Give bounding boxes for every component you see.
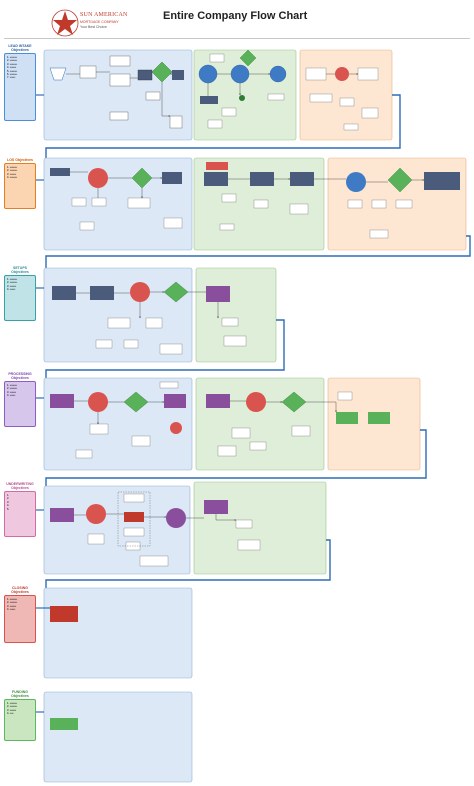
side-panel-title: LOS Objectives (7, 158, 33, 162)
side-panel-box: 1.2.3.4.5. (4, 491, 36, 537)
lane-lead-intake (36, 49, 401, 170)
logo: SUN AMERICAN MORTGAGE COMPANY Your Best … (50, 6, 150, 40)
side-panel-title: SETUPS Objectives (11, 266, 29, 274)
side-panel-box: 1. ▪▪▪▪▪▪▪▪2. ▪▪▪▪▪▪▪▪3. ▪▪▪▪▪▪▪4. ▪▪▪▪ (4, 699, 36, 741)
lane-los (36, 157, 471, 285)
logo-line2: MORTGAGE COMPANY (80, 20, 119, 24)
lane-closing (36, 587, 193, 679)
lane-underwriting (36, 481, 331, 608)
side-panel-box: 1. ▪▪▪▪▪▪▪▪2. ▪▪▪▪▪▪▪▪3. ▪▪▪▪▪▪▪4. ▪▪▪▪▪… (4, 163, 36, 209)
lane-setups (36, 267, 285, 398)
logo-line1: SUN AMERICAN (80, 12, 128, 18)
lane-funding (36, 691, 193, 783)
header-divider (4, 38, 470, 39)
side-panel-box: 1. ▪▪▪▪▪▪▪▪2. ▪▪▪▪▪▪▪▪3. ▪▪▪▪▪▪▪▪4. ▪▪▪▪… (4, 53, 36, 121)
lane-processing (36, 377, 427, 510)
side-panel-box: 1. ▪▪▪▪▪▪▪▪2. ▪▪▪▪▪▪▪▪3. ▪▪▪▪▪▪▪4. ▪▪▪▪▪… (4, 595, 36, 643)
logo-line3: Your Best Choice (80, 25, 107, 29)
side-panel-setups: SETUPS Objectives 1. ▪▪▪▪▪▪▪▪2. ▪▪▪▪▪▪▪▪… (4, 266, 36, 321)
side-panel-box: 1. ▪▪▪▪▪▪▪▪2. ▪▪▪▪▪▪▪▪3. ▪▪▪▪▪▪▪4. ▪▪▪▪▪… (4, 275, 36, 321)
side-panel-los: LOS Objectives 1. ▪▪▪▪▪▪▪▪2. ▪▪▪▪▪▪▪▪3. … (4, 158, 36, 209)
star-logo-icon (51, 9, 79, 37)
page-title: Entire Company Flow Chart (163, 10, 308, 22)
side-panel-box: 1. ▪▪▪▪▪▪▪▪2. ▪▪▪▪▪▪▪▪3. ▪▪▪▪▪▪▪4. ▪▪▪▪▪… (4, 381, 36, 427)
